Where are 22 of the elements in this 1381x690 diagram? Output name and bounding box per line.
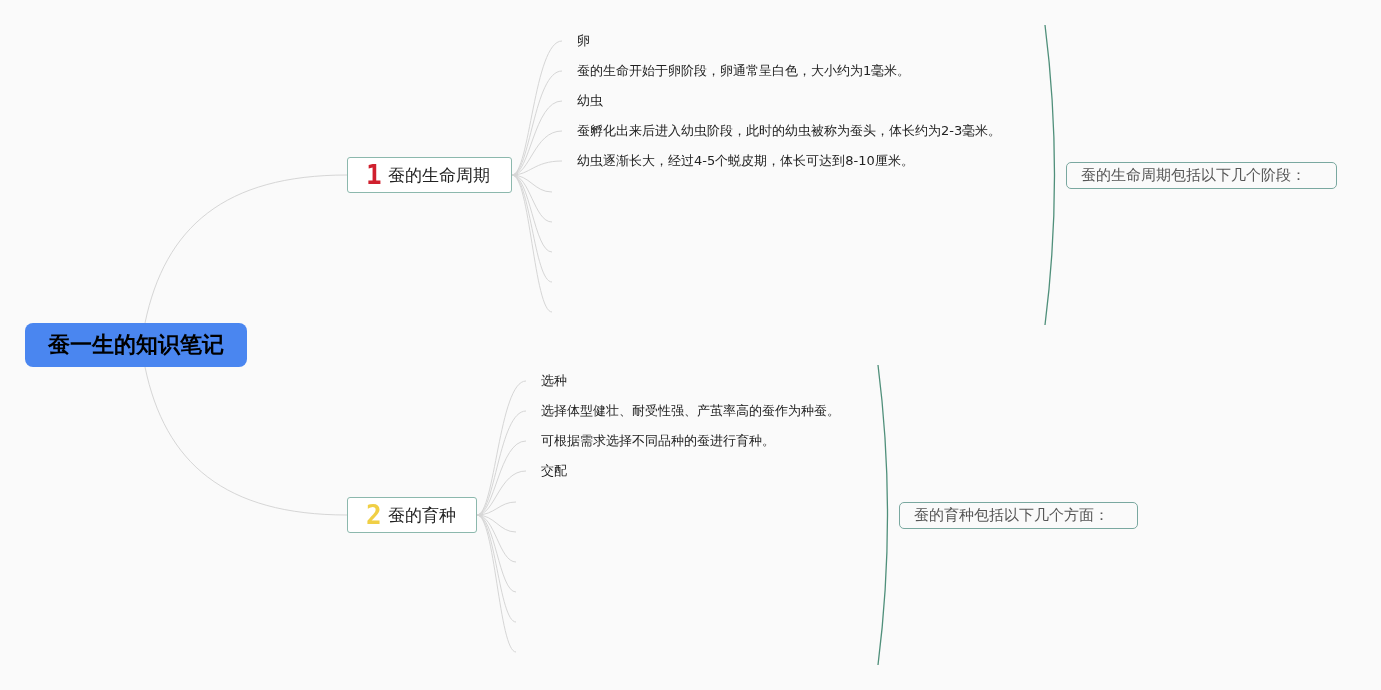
branch-text: 蚕的生命开始于卵阶段，卵通常呈白色，大小约为1毫米。 [562, 63, 962, 79]
branch-text: 幼虫逐渐长大，经过4-5个蜕皮期，体长可达到8-10厘米。 [562, 153, 962, 169]
branch-line [476, 514, 517, 653]
branch-text: 选择体型健壮、耐受性强、产茧率高的蚕作为种蚕。 [526, 403, 886, 419]
branch-line [144, 174, 348, 324]
topic-box [347, 497, 477, 533]
branch-text: 选种 [526, 373, 646, 389]
topic-label: 蚕的育种 [387, 503, 456, 527]
priority-number: 2 [366, 500, 382, 530]
branch-text: 幼虫 [562, 93, 682, 109]
topic-label: 蚕的生命周期 [387, 163, 490, 187]
branch-line [144, 366, 348, 516]
branch-line [511, 174, 553, 313]
branch-text: 蚕孵化出来后进入幼虫阶段，此时的幼虫被称为蚕头，体长约为2-3毫米。 [562, 123, 1042, 139]
branch-text: 可根据需求选择不同品种的蚕进行育种。 [526, 433, 826, 449]
branch-text: 交配 [526, 463, 646, 479]
central-topic: 蚕一生的知识笔记 [25, 323, 247, 367]
summary-box: 蚕的育种包括以下几个方面： [899, 502, 1138, 529]
topic-box [347, 157, 512, 193]
branch-text: 卵 [562, 33, 682, 49]
priority-number: 1 [366, 160, 382, 190]
summary-box: 蚕的生命周期包括以下几个阶段： [1066, 162, 1337, 189]
